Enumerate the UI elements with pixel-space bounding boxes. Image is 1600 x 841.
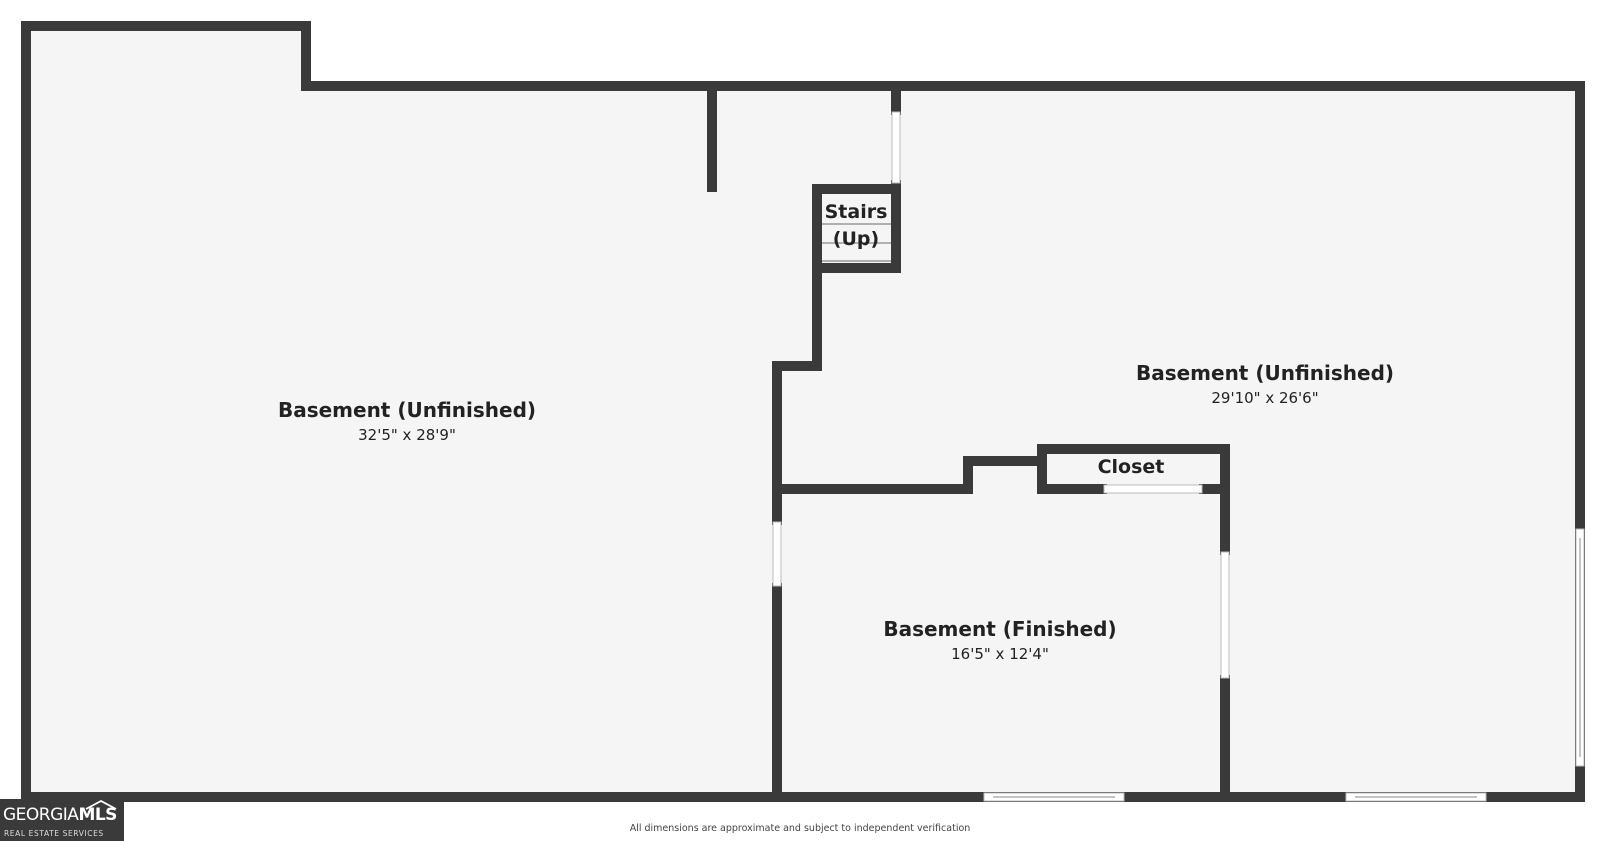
- doorway-closet: [1103, 484, 1203, 494]
- room-dims-2: 29'10" x 26'6": [1211, 389, 1318, 407]
- floor-area: [26, 26, 1580, 797]
- room-name-1: Basement (Unfinished): [278, 398, 536, 422]
- doorway-finished-right: [1220, 551, 1230, 679]
- logo-brand: GEORGIAMLS: [3, 805, 117, 825]
- divider-wall: [772, 184, 822, 525]
- stairs-direction-label: (Up): [833, 228, 879, 250]
- room-dims-3: 16'5" x 12'4": [951, 645, 1049, 663]
- finished-room-top-wall: [772, 456, 1047, 494]
- doorway-divider: [772, 521, 782, 587]
- disclaimer-text: All dimensions are approximate and subje…: [629, 823, 971, 834]
- logo-tagline: REAL ESTATE SERVICES: [4, 829, 104, 838]
- doorway-stairs: [891, 111, 901, 184]
- closet-label: Closet: [1098, 456, 1165, 478]
- room-name-3: Basement (Finished): [883, 617, 1116, 641]
- closet-wall: [1037, 444, 1230, 555]
- logo-brand-mls: MLS: [78, 805, 117, 825]
- outer-wall: [21, 21, 1585, 802]
- room-dims-1: 32'5" x 28'9": [358, 426, 456, 444]
- georgia-mls-logo: GEORGIAMLS REAL ESTATE SERVICES: [0, 799, 124, 841]
- logo-brand-georgia: GEORGIA: [3, 805, 79, 825]
- room-name-2: Basement (Unfinished): [1136, 361, 1394, 385]
- stairs-label: Stairs: [825, 201, 888, 223]
- house-roof-icon: [85, 800, 117, 810]
